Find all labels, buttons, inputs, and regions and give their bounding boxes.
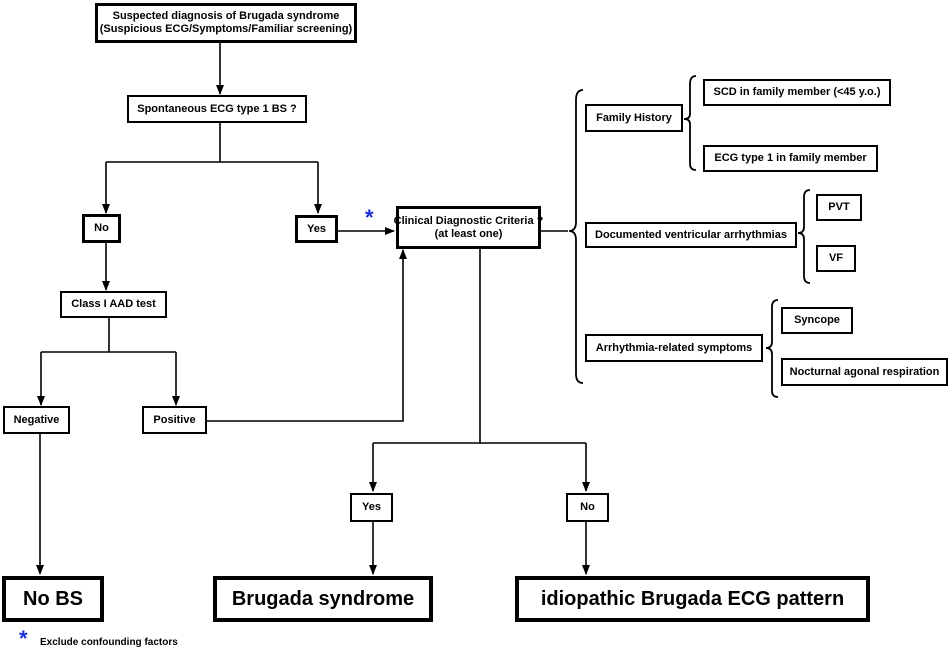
idiopathic-label: idiopathic Brugada ECG pattern [540,587,845,610]
suspected-diagnosis-box: Suspected diagnosis of Brugada syndrome … [95,3,357,43]
ecg-type1-family-box: ECG type 1 in family member [703,145,878,172]
yes-top-label: Yes [307,222,326,235]
spontaneous-ecg-box: Spontaneous ECG type 1 BS ? [127,95,307,123]
syncope-label: Syncope [794,314,840,326]
no-bottom-label: No [580,501,595,513]
brace-ventricular [797,189,811,284]
yes-bottom-box: Yes [350,493,393,522]
positive-box: Positive [142,406,207,434]
brugada-syndrome-box: Brugada syndrome [213,576,433,622]
footnote-asterisk: * [19,626,28,651]
no-top-label: No [94,222,109,234]
spontaneous-label: Spontaneous ECG type 1 BS ? [137,102,297,115]
brace-family [683,75,697,171]
yes-bottom-label: Yes [362,501,381,513]
family-history-box: Family History [585,104,683,132]
footnote-text: Exclude confounding factors [40,637,178,648]
class-aad-label: Class I AAD test [71,298,156,310]
arrhythmia-symptoms-box: Arrhythmia-related symptoms [585,334,763,362]
clinical-line1: Clinical Diagnostic Criteria ? [393,214,544,227]
ventricular-arrhythmias-label: Documented ventricular arrhythmias [595,228,787,241]
ecg-type1-family-label: ECG type 1 in family member [714,152,867,164]
scd-family-label: SCD in family member (<45 y.o.) [713,86,881,98]
syncope-box: Syncope [781,307,853,334]
line-spontaneous-split [106,123,221,163]
suspected-line1: Suspected diagnosis of Brugada syndrome [112,10,340,22]
class-aad-box: Class I AAD test [60,291,167,318]
suspected-line2: (Suspicious ECG/Symptoms/Familiar screen… [99,23,353,35]
scd-family-box: SCD in family member (<45 y.o.) [703,79,891,106]
pvt-box: PVT [816,194,862,221]
pvt-label: PVT [828,201,850,213]
brugada-syndrome-label: Brugada syndrome [231,587,415,610]
family-history-label: Family History [596,111,672,124]
negative-box: Negative [3,406,70,434]
no-bottom-box: No [566,493,609,522]
ventricular-arrhythmias-box: Documented ventricular arrhythmias [585,222,797,248]
no-top-box: No [82,214,121,243]
nocturnal-respiration-label: Nocturnal agonal respiration [789,365,940,378]
negative-label: Negative [13,413,60,426]
line-clinical-split [373,249,481,444]
vf-label: VF [828,252,844,264]
arrow-positive-to-clinical [206,249,407,422]
yes-top-box: Yes [295,215,338,243]
line-class-split [41,318,110,353]
clinical-line2: (at least one) [434,227,503,240]
brace-criteria [568,89,584,384]
arrhythmia-symptoms-label: Arrhythmia-related symptoms [595,341,753,354]
brace-symptoms [765,299,779,398]
no-bs-box: No BS [2,576,104,622]
clinical-criteria-box: Clinical Diagnostic Criteria ? (at least… [393,206,544,249]
vf-box: VF [816,245,856,272]
idiopathic-pattern-box: idiopathic Brugada ECG pattern [515,576,870,622]
asterisk-marker: * [365,205,374,230]
positive-label: Positive [153,413,196,426]
nocturnal-respiration-box: Nocturnal agonal respiration [781,358,948,386]
no-bs-label: No BS [23,587,83,610]
